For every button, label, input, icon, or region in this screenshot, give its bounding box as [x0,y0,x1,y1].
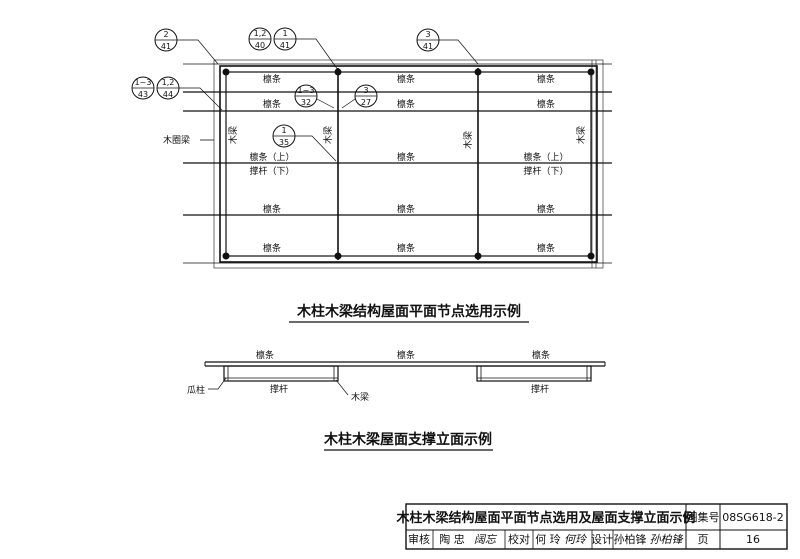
purlin-label: 檩条 [263,98,281,110]
column-dot [474,68,482,76]
post-label: 瓜柱 [187,384,205,396]
design-label: 设计 [591,533,613,546]
brace-elevation: 檩条 檩条 檩条 撑杆 撑杆 瓜柱 木梁 木柱木梁屋面支撑立面示例 [187,349,606,451]
svg-text:27: 27 [361,98,371,107]
beam-label: 木梁 [462,131,474,149]
callout-2-41: 2 41 [154,28,219,65]
purlin-top-label: 檩条（上） [249,151,294,163]
leader-line [335,379,349,396]
plan-outer-frame [219,65,598,263]
review-label: 审核 [408,532,430,546]
review-signature: 阔忘 [474,533,498,546]
callout-12-44: 1,2 44 [156,76,223,111]
page-number: 16 [746,533,760,546]
svg-text:43: 43 [138,90,148,99]
column-dot [222,68,230,76]
callout-13-43: 1~3 43 [131,76,155,100]
callout-1-41: 1 41 [273,27,339,71]
column-dot [222,252,230,260]
callout-3-27: 3 27 [341,84,378,109]
column-dot [334,68,342,76]
beam-label: 木梁 [351,391,369,403]
purlin-label: 檩条 [397,349,415,361]
purlin-label: 檩条 [397,203,415,215]
brace-frame [476,365,592,382]
callout-1-35: 1 35 [272,124,337,162]
brace-bottom-label: 撑杆（下） [523,165,568,177]
beam-label: 木梁 [227,126,239,144]
callout-12-40: 1,2 40 [248,27,272,51]
svg-text:44: 44 [163,90,173,99]
purlin-label: 檩条 [263,73,281,85]
svg-text:41: 41 [280,41,290,50]
column-dot [334,252,342,260]
review-name: 陶 忠 [439,532,465,546]
svg-text:1,2: 1,2 [254,29,267,38]
plan-inner-frame [225,71,592,257]
purlin-label: 檩条 [532,349,550,361]
brace-label: 撑杆 [270,383,288,395]
beam-label: 木梁 [575,126,587,144]
beam-label: 木梁 [322,126,334,144]
svg-text:1~3: 1~3 [135,78,152,87]
atlas-number: 08SG618-2 [722,511,783,524]
purlin-label: 檩条 [263,242,281,254]
purlin-label: 檩条 [537,203,555,215]
svg-text:1: 1 [282,29,287,38]
svg-text:1~3: 1~3 [298,86,315,95]
check-label: 校对 [508,532,530,546]
purlin-label: 檩条 [256,349,274,361]
plan-title: 木柱木梁结构屋面平面节点选用示例 [296,303,521,320]
purlin-label: 檩条 [397,73,415,85]
purlin-label: 檩条 [397,242,415,254]
leader-line [208,377,227,390]
check-signature: 何玲 [564,533,588,546]
design-signature: 孙柏锋 [650,533,684,546]
check-name: 何 玲 [535,533,561,546]
column-dot [587,68,595,76]
svg-text:32: 32 [301,98,311,107]
plan-ring-beam-line [213,59,604,269]
brace-frame [223,365,339,382]
atlas-label: 图集号 [687,510,720,524]
svg-text:3: 3 [363,86,368,95]
purlin-label: 檩条 [397,151,415,163]
purlin-top-label: 檩条（上） [523,151,568,163]
brace-label: 撑杆 [531,383,549,395]
ring-beam-label: 木圈梁 [163,134,190,146]
purlin-label: 檩条 [397,98,415,110]
svg-text:40: 40 [255,41,265,50]
purlin-label: 檩条 [263,203,281,215]
elevation-title: 木柱木梁屋面支撑立面示例 [323,431,492,448]
svg-text:1: 1 [281,126,286,135]
column-dot [474,252,482,260]
callout-13-32: 1~3 32 [294,84,335,109]
svg-text:41: 41 [423,42,433,51]
purlin-label: 檩条 [537,242,555,254]
svg-text:2: 2 [163,30,168,39]
title-block: 木柱木梁结构屋面平面节点选用及屋面支撑立面示例 图集号 08SG618-2 审核… [395,503,788,550]
purlin-label: 檩条 [537,73,555,85]
page-label: 页 [698,533,709,546]
drawing-title: 木柱木梁结构屋面平面节点选用及屋面支撑立面示例 [395,510,695,526]
purlin-label: 檩条 [537,98,555,110]
column-dot [587,252,595,260]
svg-text:35: 35 [279,138,289,147]
callout-3-41: 3 41 [416,28,479,65]
brace-bottom-label: 撑杆（下） [249,165,294,177]
svg-text:1,2: 1,2 [162,78,175,87]
roof-plan: 檩条 檩条 檩条 檩条 檩条 檩条 檩条 檩条 檩条 檩条 檩条 檩条 檩条 檩… [131,27,612,323]
svg-text:41: 41 [161,42,171,51]
svg-text:3: 3 [425,30,430,39]
design-name: 孙柏锋 [614,532,647,546]
